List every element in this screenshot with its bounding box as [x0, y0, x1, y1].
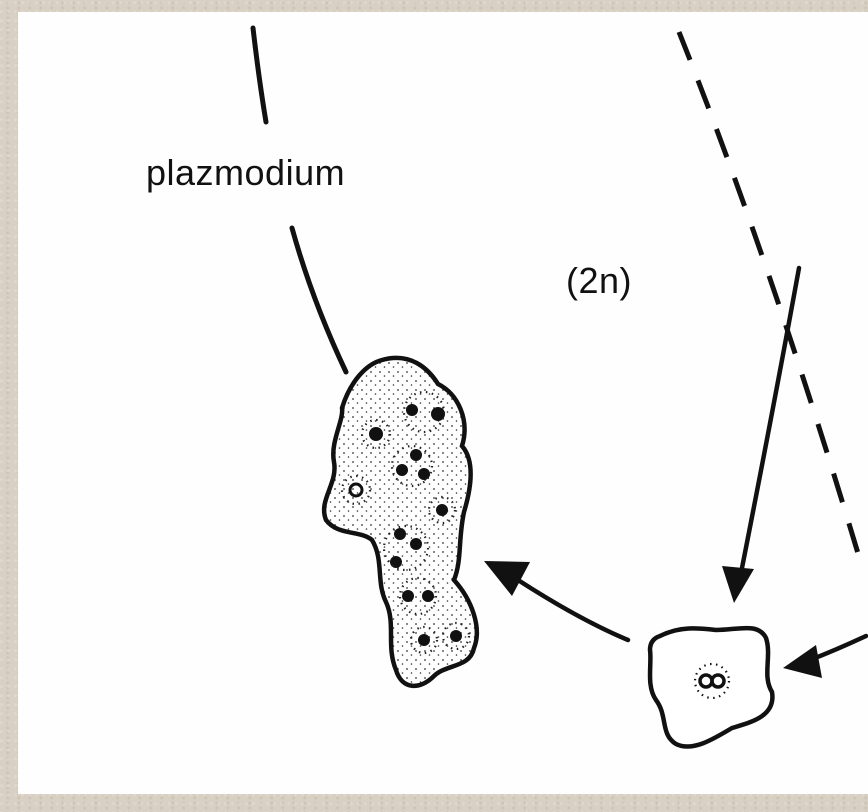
nucleus-halos	[340, 390, 471, 655]
life-cycle-diagram	[250, 25, 868, 749]
plasmodium-cell	[321, 355, 480, 688]
zygote-cell	[647, 625, 775, 749]
arrow-from-right-head	[783, 645, 822, 678]
arrow-to-zygote-head	[722, 566, 754, 603]
cycle-arc-lower	[289, 225, 349, 375]
dashed-arc	[676, 31, 863, 561]
cycle-arc-upper	[250, 25, 269, 125]
plasmodium-label: plazmodium	[146, 152, 346, 193]
ploidy-label: (2n)	[566, 260, 633, 301]
arrow-to-plasmodium-line	[515, 577, 631, 643]
arrow-to-zygote-line	[739, 265, 802, 571]
zygote-nucleus	[693, 662, 731, 700]
arrow-to-plasmodium-head	[484, 561, 530, 596]
arrow-from-right-line	[807, 633, 868, 663]
diagram-panel: plazmodium (2n)	[18, 12, 868, 794]
plasmodium-nuclei	[348, 404, 462, 646]
